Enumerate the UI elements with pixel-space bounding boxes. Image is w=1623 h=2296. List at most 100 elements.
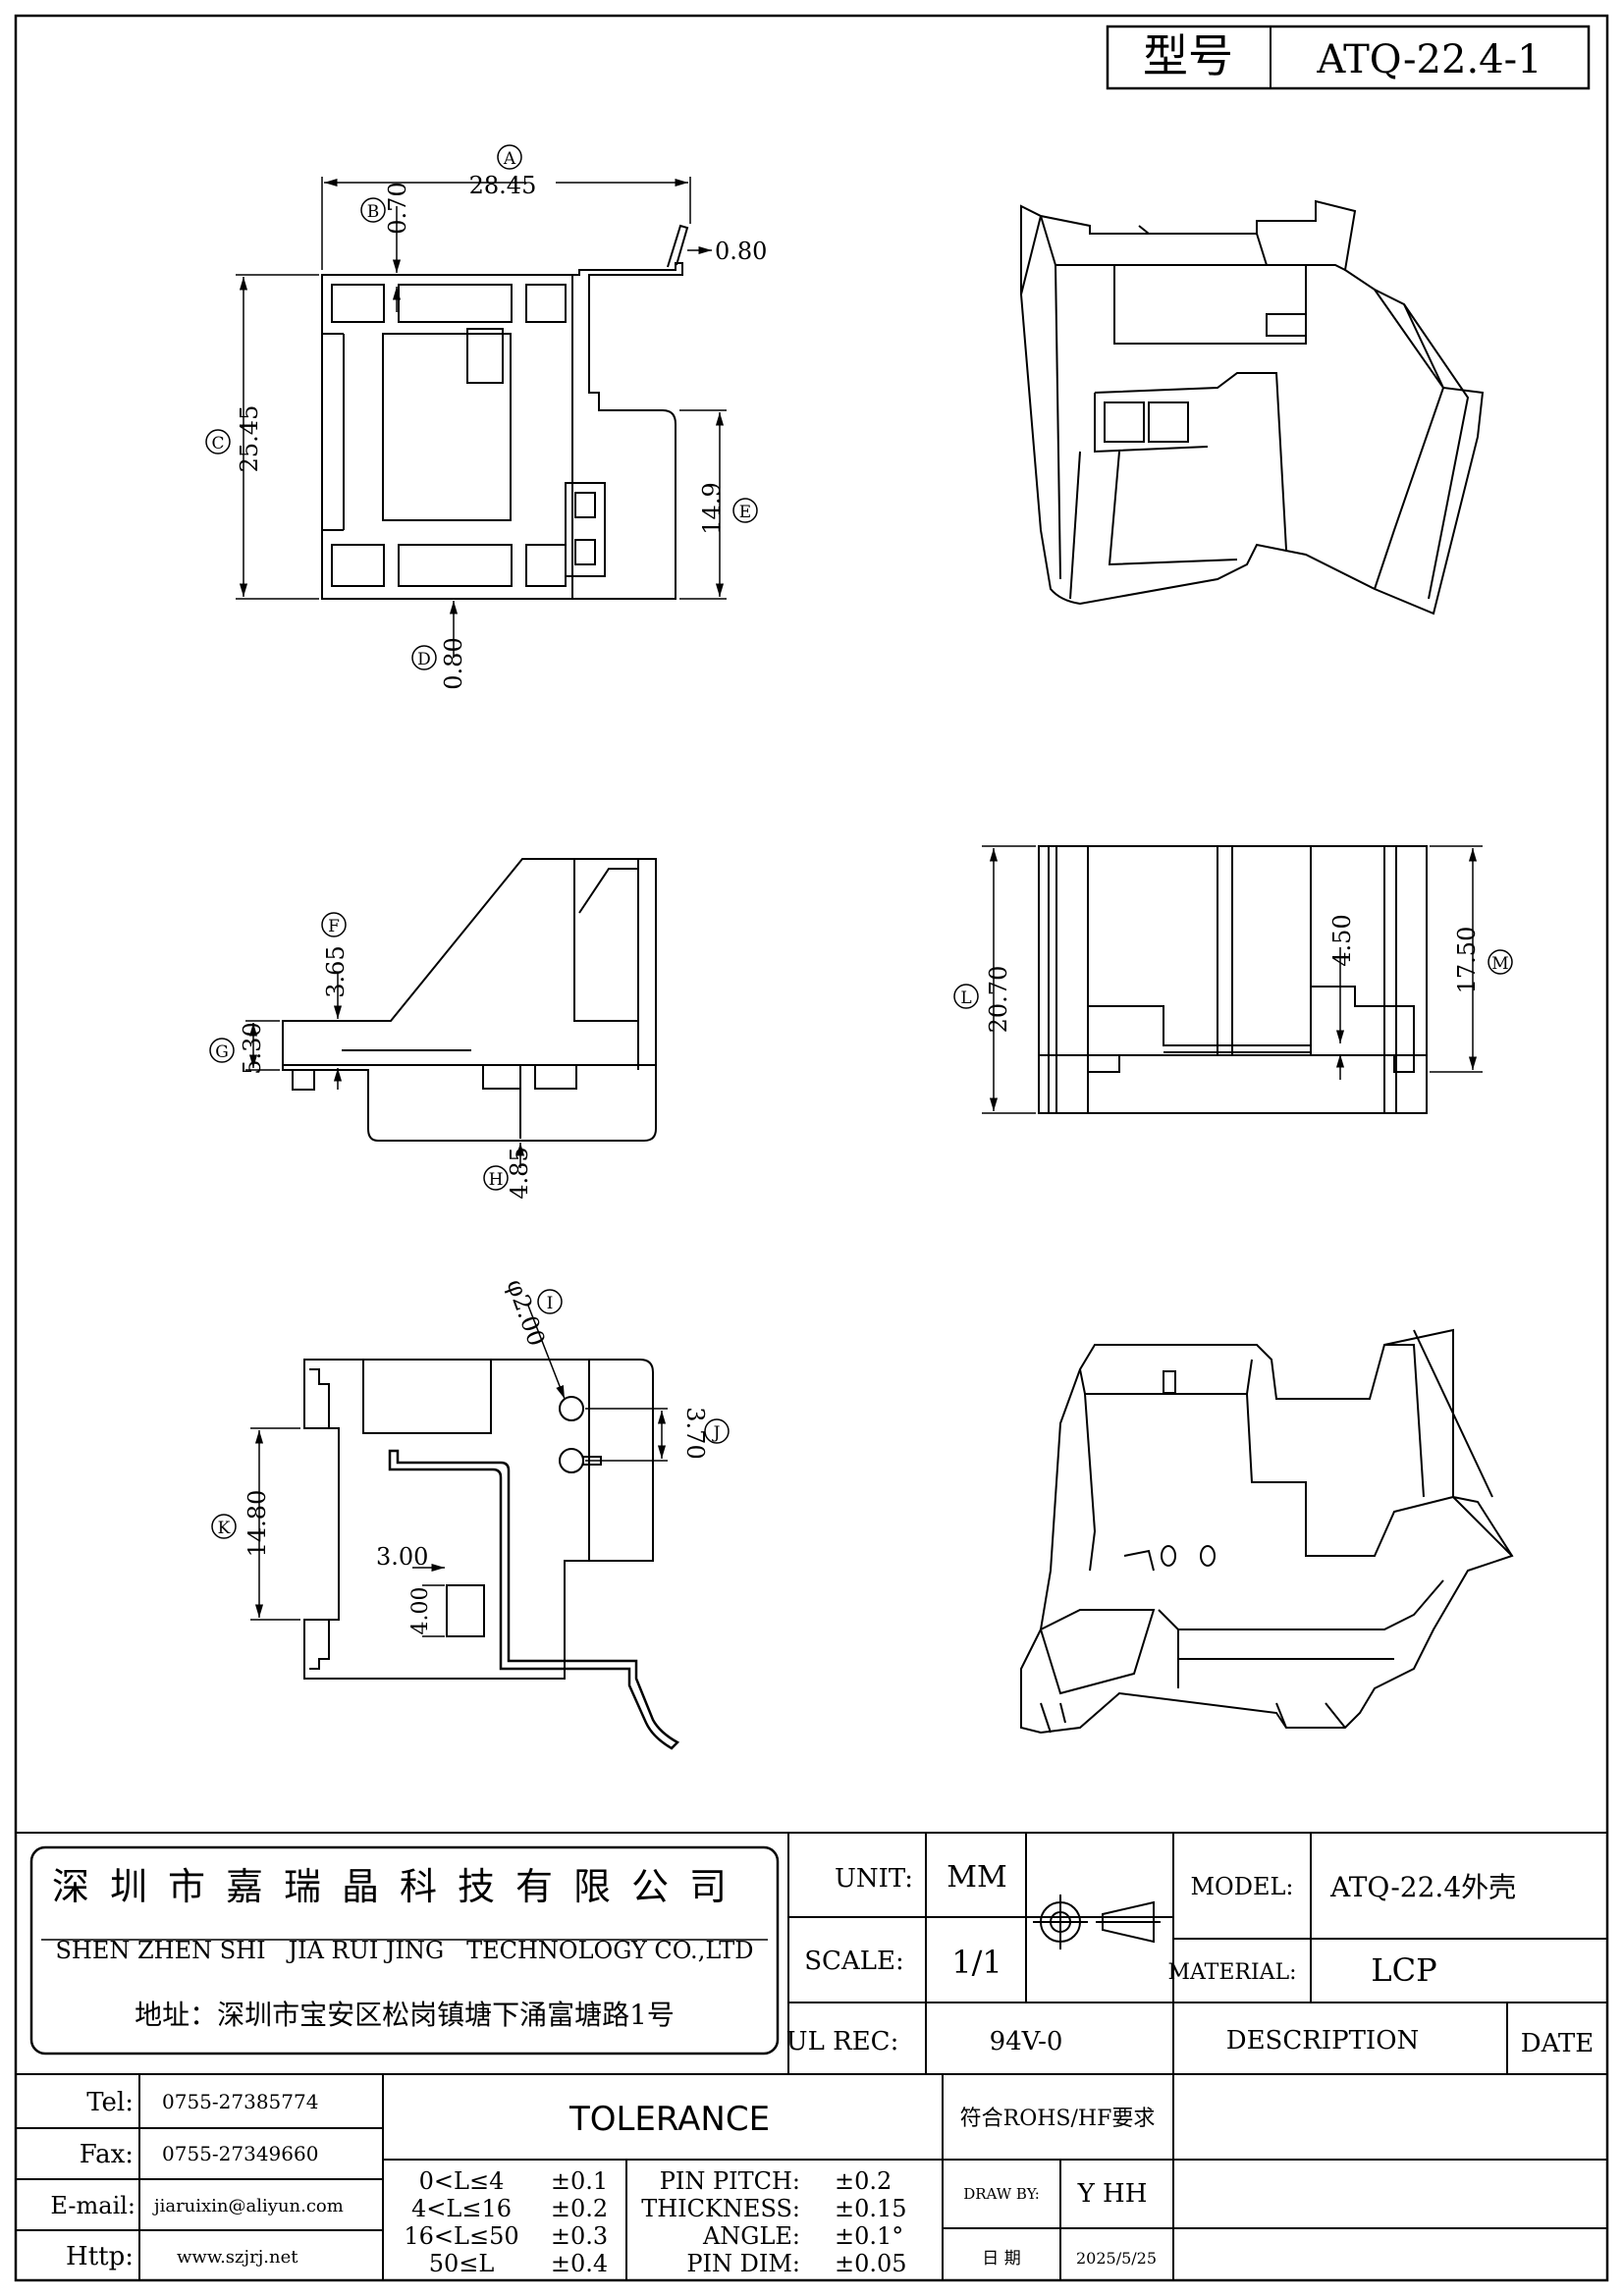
svg-text:±0.2: ±0.2 xyxy=(551,2195,608,2222)
projection-symbol-icon xyxy=(1033,1895,1161,1949)
ul-value: 94V-0 xyxy=(990,2027,1063,2056)
description-label: DESCRIPTION xyxy=(1226,2026,1420,2056)
marker-l: L xyxy=(953,984,979,1009)
dim-m-value: 17.50 xyxy=(1453,927,1481,994)
top-view xyxy=(321,224,689,600)
dim-c-value: 25.45 xyxy=(236,405,263,473)
dim-i-value: φ2.00 xyxy=(501,1275,550,1350)
company-address: 地址：深圳市宝安区松岗镇塘下涌富塘路1号 xyxy=(135,1999,675,2031)
svg-text:技: 技 xyxy=(458,1865,495,1908)
svg-text:16<L≤50: 16<L≤50 xyxy=(404,2222,518,2250)
svg-text:D: D xyxy=(417,650,431,669)
svg-text:科: 科 xyxy=(400,1865,437,1908)
front-view-dimensions xyxy=(982,845,1483,1114)
svg-text:±0.2: ±0.2 xyxy=(835,2167,892,2195)
model-box-value: ATQ-22.4-1 xyxy=(1316,37,1542,82)
svg-text:I: I xyxy=(547,1294,554,1313)
svg-text:有: 有 xyxy=(515,1865,553,1908)
side-view-dimensions xyxy=(245,972,525,1168)
svg-text:PIN DIM:: PIN DIM: xyxy=(686,2250,800,2277)
svg-text:L: L xyxy=(960,988,971,1008)
dim-e-value: 14.9 xyxy=(698,482,726,534)
model-box: 型号 ATQ-22.4-1 xyxy=(1106,25,1591,90)
svg-text:G: G xyxy=(215,1042,229,1062)
svg-text:C: C xyxy=(211,434,224,454)
draw-by-label: DRAW BY: xyxy=(963,2185,1040,2203)
draw-by-value: Y HH xyxy=(1077,2179,1148,2209)
tel-value: 0755-27385774 xyxy=(162,2090,318,2113)
marker-f: F xyxy=(321,912,347,937)
fax-label: Fax: xyxy=(80,2140,134,2169)
material-label: MATERIAL: xyxy=(1167,1960,1296,1985)
tolerance-ranges: 0<L≤4 ±0.1 4<L≤16 ±0.2 16<L≤50 ±0.3 50≤L… xyxy=(404,2167,608,2277)
svg-text:晶: 晶 xyxy=(342,1865,379,1908)
unit-label: UNIT: xyxy=(835,1864,913,1894)
dim-d-value: 0.80 xyxy=(440,637,467,689)
svg-text:4<L≤16: 4<L≤16 xyxy=(411,2195,512,2222)
dim-a-value: 28.45 xyxy=(469,172,537,199)
dim-f-value: 3.65 xyxy=(322,945,350,997)
bottom-view xyxy=(303,1359,680,1750)
svg-text:M: M xyxy=(1491,954,1508,974)
svg-text:司: 司 xyxy=(689,1865,727,1908)
model-label: MODEL: xyxy=(1190,1873,1293,1900)
tel-label: Tel: xyxy=(86,2088,134,2117)
svg-text:市: 市 xyxy=(168,1865,205,1908)
marker-k: K xyxy=(211,1514,237,1539)
company-name-en: SHEN ZHEN SHI JIA RUI JING TECHNOLOGY CO… xyxy=(55,1937,753,1964)
svg-text:限: 限 xyxy=(573,1865,611,1908)
date-cn-label: 日 期 xyxy=(982,2249,1020,2269)
svg-text:E: E xyxy=(739,503,751,522)
dim-l-value: 20.70 xyxy=(985,966,1012,1034)
http-label: Http: xyxy=(66,2242,134,2271)
svg-text:50≤L: 50≤L xyxy=(429,2250,495,2277)
marker-c: C xyxy=(205,429,231,454)
marker-j: J xyxy=(704,1418,730,1444)
title-block-lines xyxy=(16,1832,1607,2280)
svg-text:THICKNESS:: THICKNESS: xyxy=(641,2195,800,2222)
dim-side-step-value: 4.50 xyxy=(1328,914,1356,966)
dim-k-value: 14.80 xyxy=(243,1490,271,1558)
date-value: 2025/5/25 xyxy=(1076,2249,1157,2268)
email-value: jiaruixin@aliyun.com xyxy=(152,2196,344,2216)
marker-g: G xyxy=(209,1038,235,1063)
date-label: DATE xyxy=(1521,2029,1595,2058)
svg-text:瑞: 瑞 xyxy=(284,1865,321,1908)
dim-h-value: 4.85 xyxy=(506,1147,533,1199)
svg-text:J: J xyxy=(712,1423,721,1443)
tolerance-title: TOLERANCE xyxy=(568,2100,770,2139)
iso-view-top xyxy=(1020,199,1485,615)
material-value: LCP xyxy=(1371,1951,1436,1989)
svg-text:±0.4: ±0.4 xyxy=(551,2250,608,2277)
front-view xyxy=(1038,845,1428,1114)
model-box-label: 型号 xyxy=(1143,29,1233,82)
marker-m: M xyxy=(1488,949,1513,975)
company-name-cn: 深 圳 市 嘉 瑞 晶 科 技 有 限 公 司 xyxy=(52,1865,727,1908)
svg-text:±0.3: ±0.3 xyxy=(551,2222,608,2250)
svg-text:PIN PITCH:: PIN PITCH: xyxy=(660,2167,800,2195)
marker-a: A xyxy=(497,144,522,170)
bottom-view-dimensions xyxy=(250,1305,668,1637)
marker-h: H xyxy=(483,1165,509,1191)
svg-text:H: H xyxy=(489,1170,504,1190)
fax-value: 0755-27349660 xyxy=(162,2142,318,2165)
svg-text:K: K xyxy=(218,1519,231,1538)
ul-label: UL REC: xyxy=(786,2027,899,2056)
svg-text:公: 公 xyxy=(631,1865,669,1908)
scale-label: SCALE: xyxy=(804,1947,904,1976)
top-view-dimensions xyxy=(236,177,727,658)
svg-text:圳: 圳 xyxy=(110,1865,147,1908)
side-view xyxy=(282,858,657,1142)
email-label: E-mail: xyxy=(50,2192,135,2219)
http-value: www.szjrj.net xyxy=(177,2247,298,2268)
dim-b-value: 0.70 xyxy=(384,182,411,234)
iso-view-bottom xyxy=(1020,1328,1514,1735)
svg-text:B: B xyxy=(367,202,380,222)
tolerance-params: PIN PITCH: ±0.2 THICKNESS: ±0.15 ANGLE: … xyxy=(641,2167,906,2277)
svg-text:±0.1: ±0.1 xyxy=(551,2167,608,2195)
svg-text:深: 深 xyxy=(52,1865,89,1908)
svg-text:F: F xyxy=(328,917,340,936)
dim-g-value: 5.30 xyxy=(239,1022,266,1074)
svg-text:ANGLE:: ANGLE: xyxy=(702,2222,800,2250)
